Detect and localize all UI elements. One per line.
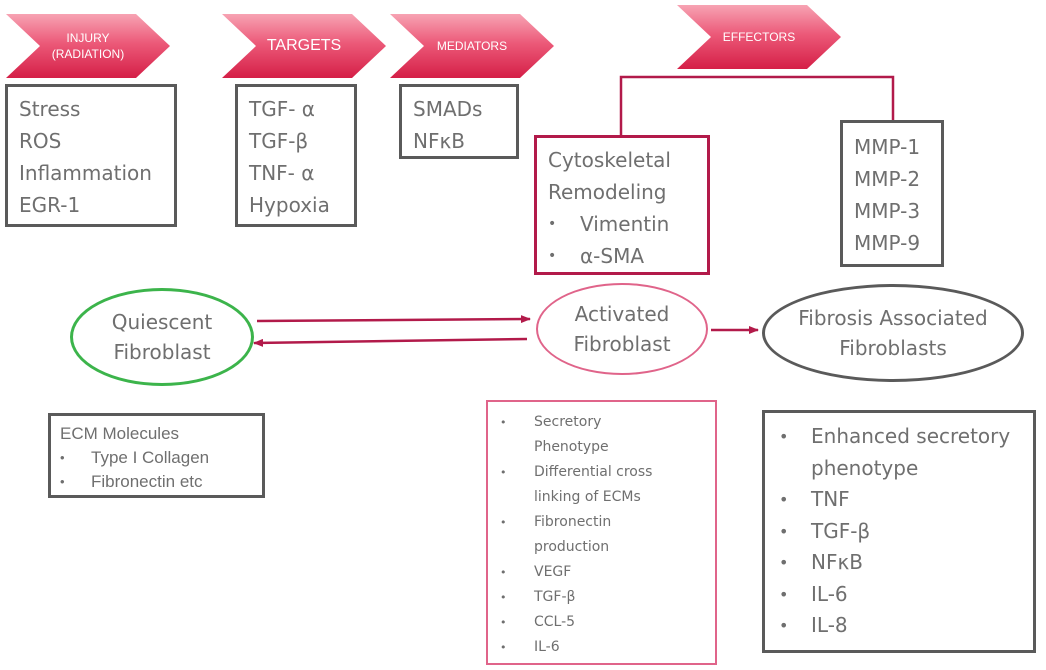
activated-label: Activated [574,302,670,326]
targets-stage-label: TARGETS [266,37,342,55]
bullet-icon: • [500,416,507,429]
bullet-icon: • [779,521,789,541]
activated-feature-item: • VEGF [500,560,715,585]
mediator-item: SMADs [413,97,483,121]
cytoskeletal-remodeling-box: Cytoskeletal Remodeling • Vimentin • α-S… [534,135,710,275]
injury-factor: ROS [19,129,62,153]
targets-stage-arrow: TARGETS [222,14,386,78]
target-item: Hypoxia [249,193,330,217]
injury-factor: Inflammation [19,161,152,185]
mediators-box: SMADs NFκB [399,84,519,159]
ecm-molecules-box: ECM Molecules • Type I Collagen • Fibron… [48,413,265,498]
cytoskeletal-heading: Cytoskeletal [548,148,671,172]
effectors-stage-label: EFFECTORS [722,29,796,44]
mmp-item: MMP-9 [854,231,921,255]
injury-factor: EGR-1 [19,193,81,217]
faf-feature-item: • NFκB [779,547,1033,579]
injury-factors-box: Stress ROS Inflammation EGR-1 [5,84,177,227]
activated-label: Fibroblast [573,332,671,356]
quiescent-fibroblast-node: Quiescent Fibroblast [70,288,254,386]
bullet-icon: • [500,641,507,654]
activated-fibroblast-node: Activated Fibroblast [536,283,708,375]
bullet-icon: • [779,584,789,604]
injury-factor: Stress [19,97,81,121]
effectors-bracket-line [619,75,895,135]
bullet-icon: • [779,616,789,635]
mmp-item: MMP-1 [854,135,921,159]
cytoskeletal-heading: Remodeling [548,180,667,204]
activated-feature-item: • TGF-β [500,585,715,610]
bullet-icon: • [548,216,557,232]
target-item: TGF- α [249,97,315,121]
activated-feature-item: • IL-6 [500,635,715,660]
ecm-item: • Fibronectin etc [60,470,262,494]
bullet-icon: • [500,516,507,529]
bullet-icon: • [548,248,557,264]
bullet-icon: • [500,566,507,579]
bullet-icon: • [60,474,65,489]
mmp-item: MMP-3 [854,199,921,223]
faf-label: Fibrosis Associated [798,306,988,330]
faf-feature-item: • IL-6 [779,579,1033,611]
activated-to-quiescent-arrow [253,337,528,347]
faf-feature-item: • IL-8 [779,610,1033,642]
quiescent-to-activated-arrow [256,315,531,324]
ecm-item: • Type I Collagen [60,446,262,470]
bullet-icon: • [500,466,507,479]
bullet-icon: • [60,450,65,465]
mmp-box: MMP-1 MMP-2 MMP-3 MMP-9 [840,120,944,267]
cytoskeletal-item: • Vimentin [548,208,707,240]
mediators-stage-label: MEDIATORS [436,38,508,53]
bullet-icon: • [500,616,507,629]
ecm-heading: ECM Molecules [60,424,180,443]
quiescent-label: Quiescent [111,310,213,334]
faf-label: Fibroblasts [839,336,947,360]
injury-stage-label-line1: INJURY [66,30,110,45]
injury-stage-label-line2: (RADIATION) [51,47,125,61]
target-item: TNF- α [249,161,315,185]
faf-feature-item: • TGF-β [779,516,1033,548]
targets-box: TGF- α TGF-β TNF- α Hypoxia [235,84,357,227]
faf-feature-item: • TNF [779,484,1033,516]
bullet-icon: • [779,427,789,446]
bullet-icon: • [500,591,507,604]
quiescent-label: Fibroblast [113,340,211,364]
cytoskeletal-item: • α-SMA [548,240,707,272]
target-item: TGF-β [249,129,309,153]
fibrosis-associated-fibroblasts-node: Fibrosis Associated Fibroblasts [762,284,1024,382]
bullet-icon: • [779,490,789,509]
mediator-item: NFκB [413,129,465,153]
mmp-item: MMP-2 [854,167,921,191]
activated-feature-item: • CCL-5 [500,610,715,635]
bullet-icon: • [779,553,789,572]
